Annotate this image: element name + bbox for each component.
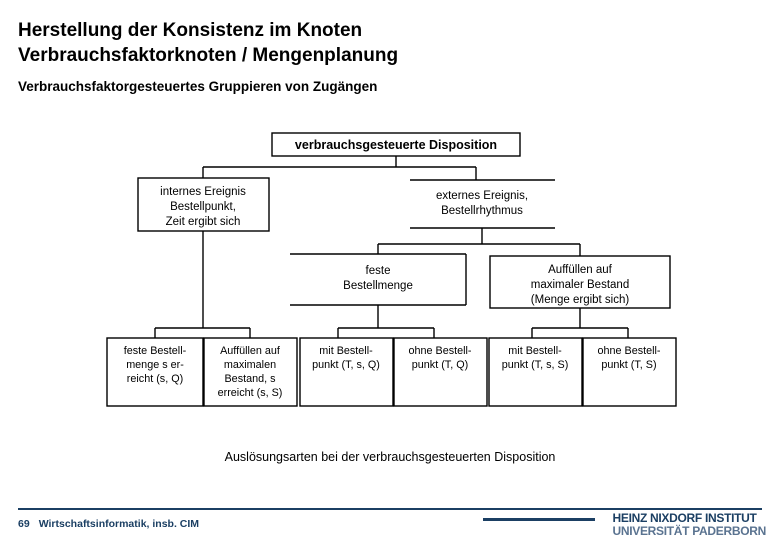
node-auffuellen-line-1: Auffüllen auf bbox=[548, 264, 613, 276]
leaf-s-q-line-3: reicht (s, Q) bbox=[127, 373, 183, 385]
leaf-s-s-line-1: Auffüllen auf bbox=[220, 345, 281, 357]
connector-to-leaves bbox=[154, 305, 629, 338]
logo-rule bbox=[483, 518, 595, 521]
node-feste-bestellmenge-line-2: Bestellmenge bbox=[343, 280, 413, 292]
leaf-s-q-line-2: menge s er- bbox=[126, 359, 184, 371]
leaf-t-q-line-2: punkt (T, Q) bbox=[412, 359, 468, 371]
page-title-line-2: Verbrauchsfaktorknoten / Mengenplanung bbox=[18, 45, 399, 66]
node-internes-ereignis-line-1: internes Ereignis bbox=[160, 186, 246, 198]
node-auffuellen-line-2: maximaler Bestand bbox=[531, 279, 629, 291]
leaf-node-s-q: feste Bestell- menge s er- reicht (s, Q) bbox=[106, 337, 204, 407]
node-auffuellen-line-3: (Menge ergibt sich) bbox=[531, 294, 630, 306]
logo-university-name: UNIVERSITÄT PADERBORN bbox=[612, 524, 767, 538]
leaf-t-s-big-s-line-1: mit Bestell- bbox=[508, 345, 562, 357]
leaf-node-t-big-s: ohne Bestell- punkt (T, S) bbox=[582, 337, 677, 407]
leaf-s-s-line-4: erreicht (s, S) bbox=[218, 387, 283, 399]
footer-page-number: 69 bbox=[18, 518, 30, 530]
logo-institute-name: HEINZ NIXDORF INSTITUT bbox=[612, 511, 757, 525]
node-auffuellen-max-bestand: Auffüllen auf maximaler Bestand (Menge e… bbox=[489, 255, 671, 309]
footer-info: 69 Wirtschaftsinformatik, insb. CIM bbox=[18, 518, 199, 530]
node-externes-ereignis-line-1: externes Ereignis, bbox=[436, 190, 528, 202]
node-externes-ereignis-line-2: Bestellrhythmus bbox=[441, 205, 523, 217]
footer-department: Wirtschaftsinformatik, insb. CIM bbox=[38, 518, 200, 530]
node-feste-bestellmenge-line-1: feste bbox=[366, 265, 391, 277]
node-feste-bestellmenge: feste Bestellmenge bbox=[290, 253, 467, 306]
page-title-line-1: Herstellung der Konsistenz im Knoten bbox=[18, 20, 363, 41]
leaf-t-big-s-line-1: ohne Bestell- bbox=[597, 345, 660, 357]
leaf-s-q-line-1: feste Bestell- bbox=[124, 345, 187, 357]
node-externes-ereignis: externes Ereignis, Bestellrhythmus bbox=[410, 179, 555, 229]
node-internes-ereignis: internes Ereignis Bestellpunkt, Zeit erg… bbox=[137, 177, 270, 232]
leaf-node-s-s: Auffüllen auf maximalen Bestand, s errei… bbox=[203, 337, 298, 407]
leaf-t-s-q-line-1: mit Bestell- bbox=[319, 345, 373, 357]
node-root: verbrauchsgesteuerte Disposition bbox=[271, 132, 521, 157]
footer-divider bbox=[18, 508, 762, 510]
institute-logo: HEINZ NIXDORF INSTITUT UNIVERSITÄT PADER… bbox=[613, 512, 767, 538]
page-subtitle: Verbrauchsfaktorgesteuertes Gruppieren v… bbox=[18, 79, 378, 94]
connector-root-to-level2 bbox=[202, 156, 477, 180]
leaf-t-big-s-line-2: punkt (T, S) bbox=[601, 359, 656, 371]
leaf-node-t-q: ohne Bestell- punkt (T, Q) bbox=[393, 337, 488, 407]
leaf-t-s-big-s-line-2: punkt (T, s, S) bbox=[502, 359, 569, 371]
leaf-s-s-line-3: Bestand, s bbox=[224, 373, 276, 385]
leaf-node-t-s-q: mit Bestell- punkt (T, s, Q) bbox=[299, 337, 394, 407]
diagram-caption: Auslösungsarten bei der verbrauchsgesteu… bbox=[224, 450, 556, 464]
node-internes-ereignis-line-2: Bestellpunkt, bbox=[170, 201, 236, 213]
slide-title-block: Herstellung der Konsistenz im Knoten Ver… bbox=[18, 18, 762, 97]
leaf-t-s-q-line-2: punkt (T, s, Q) bbox=[312, 359, 380, 371]
leaf-node-t-s-big-s: mit Bestell- punkt (T, s, S) bbox=[488, 337, 583, 407]
leaf-t-q-line-1: ohne Bestell- bbox=[408, 345, 471, 357]
leaf-s-s-line-2: maximalen bbox=[224, 359, 276, 371]
node-internes-ereignis-line-3: Zeit ergibt sich bbox=[166, 216, 241, 228]
node-root-label: verbrauchsgesteuerte Disposition bbox=[295, 138, 497, 152]
tree-diagram: verbrauchsgesteuerte Disposition interne… bbox=[0, 120, 780, 420]
connector-externes-to-level3 bbox=[377, 228, 581, 256]
